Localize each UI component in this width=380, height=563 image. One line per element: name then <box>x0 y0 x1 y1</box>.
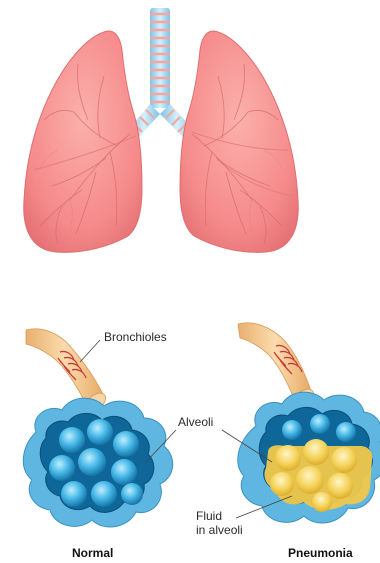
normal-caption: Normal <box>72 546 113 560</box>
left-lung <box>24 31 142 252</box>
pneumonia-alveoli-group <box>238 323 380 523</box>
pneumonia-caption: Pneumonia <box>288 546 353 560</box>
lungs <box>24 8 298 252</box>
alveoli-label: Alveoli <box>178 415 213 429</box>
bronchioles-label: Bronchioles <box>104 330 167 344</box>
normal-alveoli-group <box>23 329 172 527</box>
normal-alveolar-sacs <box>49 419 143 507</box>
fluid-label-line2: in alveoli <box>196 523 243 537</box>
fluid-label-line1: Fluid <box>196 509 222 523</box>
right-lung <box>180 31 298 252</box>
trachea <box>128 8 194 138</box>
